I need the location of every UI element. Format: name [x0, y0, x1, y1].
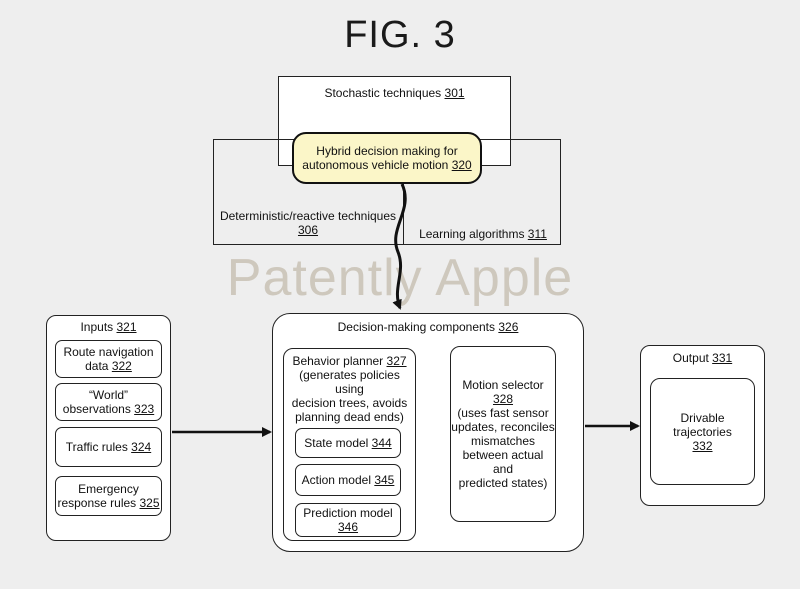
learning-label-group: Learning algorithms 311 — [405, 227, 561, 241]
stochastic-label: Stochastic techniques — [324, 86, 445, 100]
hybrid-decision-box: Hybrid decision making for autonomous ve… — [292, 132, 482, 184]
action-model-box: Action model 345 — [295, 464, 401, 496]
output-ref: 331 — [712, 351, 733, 365]
motion-selector-box: Motion selector 328 (uses fast sensor up… — [450, 346, 556, 522]
input-emergency-response-rules: Emergency response rules 325 — [55, 476, 162, 516]
output-title: Output — [672, 351, 713, 365]
state-model-box: State model 344 — [295, 428, 401, 458]
inputs-ref: 321 — [116, 320, 137, 334]
hybrid-line1: Hybrid decision making for — [316, 144, 458, 158]
learning-ref: 311 — [527, 227, 547, 241]
learning-label: Learning algorithms — [419, 227, 528, 241]
decision-ref: 326 — [498, 320, 519, 334]
stochastic-ref: 301 — [444, 86, 465, 100]
watermark: Patently Apple — [226, 249, 574, 307]
decision-title: Decision-making components — [337, 320, 499, 334]
deterministic-ref: 306 — [297, 223, 319, 237]
behavior-planner-ref: 327 — [386, 354, 407, 368]
figure-title: FIG. 3 — [344, 14, 456, 56]
drivable-trajectories-box: Drivable trajectories 332 — [650, 378, 755, 485]
hybrid-line2: autonomous vehicle motion — [302, 158, 452, 172]
input-world-observations: “World” observations 323 — [55, 383, 162, 421]
motion-selector-title: Motion selector — [462, 378, 544, 392]
prediction-model-box: Prediction model 346 — [295, 503, 401, 537]
hybrid-ref: 320 — [451, 158, 472, 172]
input-traffic-rules: Traffic rules 324 — [55, 427, 162, 467]
deterministic-label-group: Deterministic/reactive techniques 306 — [214, 209, 402, 237]
motion-selector-ref: 328 — [492, 392, 514, 406]
inputs-title: Inputs — [80, 320, 117, 334]
behavior-planner-title: Behavior planner — [292, 354, 387, 368]
input-route-navigation: Route navigation data 322 — [55, 340, 162, 378]
deterministic-label: Deterministic/reactive techniques — [219, 209, 397, 223]
